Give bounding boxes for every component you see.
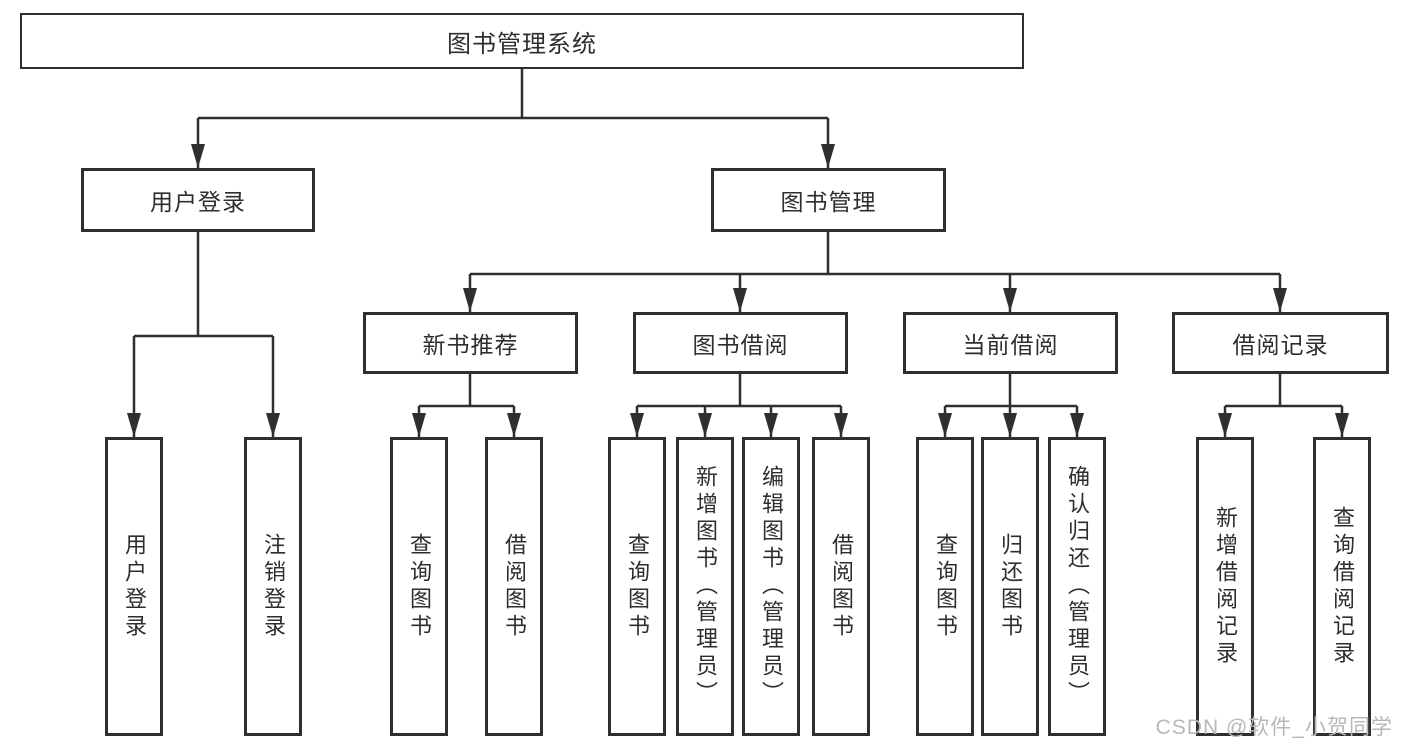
node-current-borrow-label: 当前借阅 — [962, 332, 1059, 358]
leaf-query-books-3: 查询图书 — [916, 437, 974, 736]
leaf-query-borrow-record: 查询借阅记录 — [1313, 437, 1371, 736]
connector-root-to-level2 — [196, 69, 830, 168]
leaf-borrow-books-2-label: 借阅图书 — [829, 532, 854, 641]
arrowhead — [938, 413, 952, 437]
leaf-query-books-1-label: 查询图书 — [407, 532, 432, 641]
node-user-login-label: 用户登录 — [150, 189, 246, 215]
node-root: 图书管理系统 — [20, 13, 1024, 69]
leaf-user-login-label: 用户登录 — [122, 532, 147, 641]
leaf-query-borrow-record-label: 查询借阅记录 — [1330, 505, 1355, 668]
leaf-confirm-return-admin-label: 确认归还（管理员） — [1065, 465, 1090, 708]
node-borrow-records: 借阅记录 — [1172, 312, 1389, 374]
arrowhead — [630, 413, 644, 437]
leaf-logout-label: 注销登录 — [261, 532, 286, 641]
leaf-query-books-2: 查询图书 — [608, 437, 666, 736]
connector-book-borrow-children — [635, 374, 843, 437]
leaf-return-book: 归还图书 — [981, 437, 1039, 736]
leaf-edit-book-admin-label: 编辑图书（管理员） — [759, 465, 784, 708]
leaf-borrow-books-1-label: 借阅图书 — [502, 532, 527, 641]
leaf-add-book-admin-label: 新增图书（管理员） — [693, 465, 718, 708]
leaf-edit-book-admin: 编辑图书（管理员） — [742, 437, 800, 736]
leaf-add-borrow-record-label: 新增借阅记录 — [1213, 505, 1238, 668]
leaf-borrow-books-1: 借阅图书 — [485, 437, 543, 736]
leaf-query-books-2-label: 查询图书 — [625, 532, 650, 641]
node-root-label: 图书管理系统 — [447, 30, 597, 58]
connector-user-login-children — [132, 232, 275, 437]
arrowhead — [412, 413, 426, 437]
arrowhead — [1335, 413, 1349, 437]
node-book-borrow-label: 图书借阅 — [692, 332, 789, 358]
arrowhead — [266, 413, 280, 437]
node-user-login: 用户登录 — [81, 168, 315, 232]
csdn-watermark: CSDN @软件_小贺同学 — [1155, 716, 1393, 739]
arrowhead — [821, 144, 835, 168]
connector-lines — [132, 69, 1344, 437]
leaf-query-books-3-label: 查询图书 — [933, 532, 958, 641]
node-book-mgmt-label: 图书管理 — [780, 189, 877, 215]
arrowhead — [507, 413, 521, 437]
leaf-add-book-admin: 新增图书（管理员） — [676, 437, 734, 736]
leaf-add-borrow-record: 新增借阅记录 — [1196, 437, 1254, 736]
node-new-book-rec-label: 新书推荐 — [422, 332, 519, 358]
connector-borrow-records-children — [1223, 374, 1344, 437]
connector-new-book-rec-children — [417, 374, 516, 437]
arrowheads — [127, 144, 1349, 437]
leaf-query-books-1: 查询图书 — [390, 437, 448, 736]
leaf-return-book-label: 归还图书 — [998, 532, 1023, 641]
arrowhead — [698, 413, 712, 437]
arrowhead — [733, 288, 747, 312]
arrowhead — [764, 413, 778, 437]
leaf-borrow-books-2: 借阅图书 — [812, 437, 870, 736]
arrowhead — [1003, 288, 1017, 312]
node-new-book-rec: 新书推荐 — [363, 312, 578, 374]
arrowhead — [191, 144, 205, 168]
node-borrow-records-label: 借阅记录 — [1232, 332, 1329, 358]
arrowhead — [1218, 413, 1232, 437]
leaf-confirm-return-admin: 确认归还（管理员） — [1048, 437, 1106, 736]
node-book-borrow: 图书借阅 — [633, 312, 848, 374]
arrowhead — [1003, 413, 1017, 437]
node-current-borrow: 当前借阅 — [903, 312, 1118, 374]
arrowhead — [463, 288, 477, 312]
leaf-user-login: 用户登录 — [105, 437, 163, 736]
arrowhead — [1273, 288, 1287, 312]
arrowhead — [1070, 413, 1084, 437]
leaf-logout: 注销登录 — [244, 437, 302, 736]
connector-book-mgmt-to-level3 — [468, 232, 1282, 312]
node-book-mgmt: 图书管理 — [711, 168, 946, 232]
arrowhead — [834, 413, 848, 437]
arrowhead — [127, 413, 141, 437]
